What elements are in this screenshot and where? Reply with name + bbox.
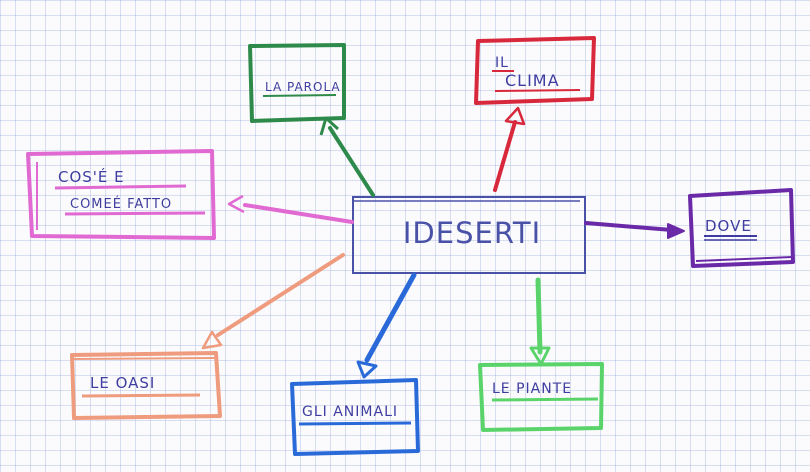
label-il-clima-line1: IL: [495, 55, 509, 71]
underline-cose-line2: [64, 211, 206, 216]
arrowhead-le-oasi: [201, 330, 223, 350]
underline-il-clima-line2: [494, 89, 581, 92]
label-le-piante: LE PIANTE: [492, 381, 572, 397]
center-node: IDESERTI: [352, 196, 586, 274]
center-label: IDESERTI: [403, 216, 541, 250]
label-dove: DOVE: [705, 217, 752, 235]
box-la-parola: [248, 43, 346, 123]
underline-cose-line1: [54, 184, 187, 190]
arrow-gli-animali: [364, 272, 417, 363]
center-box: [352, 196, 586, 274]
node-cose: COS'É E COMEÉ FATTO: [26, 149, 354, 240]
box-dove: [688, 188, 795, 268]
arrow-dove: [584, 221, 674, 232]
arrowhead-il-clima: [504, 106, 526, 126]
underline-la-parola: [262, 94, 337, 97]
node-dove: DOVE: [584, 188, 795, 268]
label-le-oasi: LE OASI: [90, 374, 155, 392]
underline-le-piante: [491, 397, 599, 402]
arrow-le-oasi: [216, 253, 345, 337]
arrow-la-parola: [328, 126, 375, 197]
arrowhead-dove: [667, 223, 685, 239]
node-la-parola: LA PAROLA: [248, 43, 375, 197]
arrow-cose: [243, 203, 354, 224]
arrow-le-piante: [535, 277, 543, 355]
arrow-il-clima: [493, 120, 517, 192]
arrowhead-le-piante: [529, 346, 551, 366]
box-dove-double-edge: [695, 256, 793, 262]
box-cose: [26, 149, 216, 240]
label-cose-line2: COMEÉ FATTO: [70, 196, 172, 212]
arrowhead-gli-animali: [356, 360, 378, 379]
label-gli-animali: GLI ANIMALI: [302, 404, 398, 420]
box-il-clima: [474, 36, 596, 105]
box-gli-animali: [290, 378, 420, 456]
label-cose-line1: COS'É E: [58, 167, 125, 186]
node-il-clima: IL CLIMA: [474, 36, 596, 192]
node-gli-animali: GLI ANIMALI: [290, 272, 420, 456]
label-il-clima-line2: CLIMA: [505, 71, 560, 90]
arrowhead-cose: [227, 194, 245, 214]
box-le-oasi: [70, 351, 222, 420]
label-la-parola: LA PAROLA: [265, 80, 341, 94]
box-le-piante: [478, 362, 604, 432]
node-le-oasi: LE OASI: [70, 253, 345, 420]
node-le-piante: LE PIANTE: [478, 277, 604, 432]
box-le-oasi-double-edge: [72, 357, 217, 360]
underline-le-oasi: [81, 393, 201, 398]
underline-gli-animali: [298, 421, 412, 426]
